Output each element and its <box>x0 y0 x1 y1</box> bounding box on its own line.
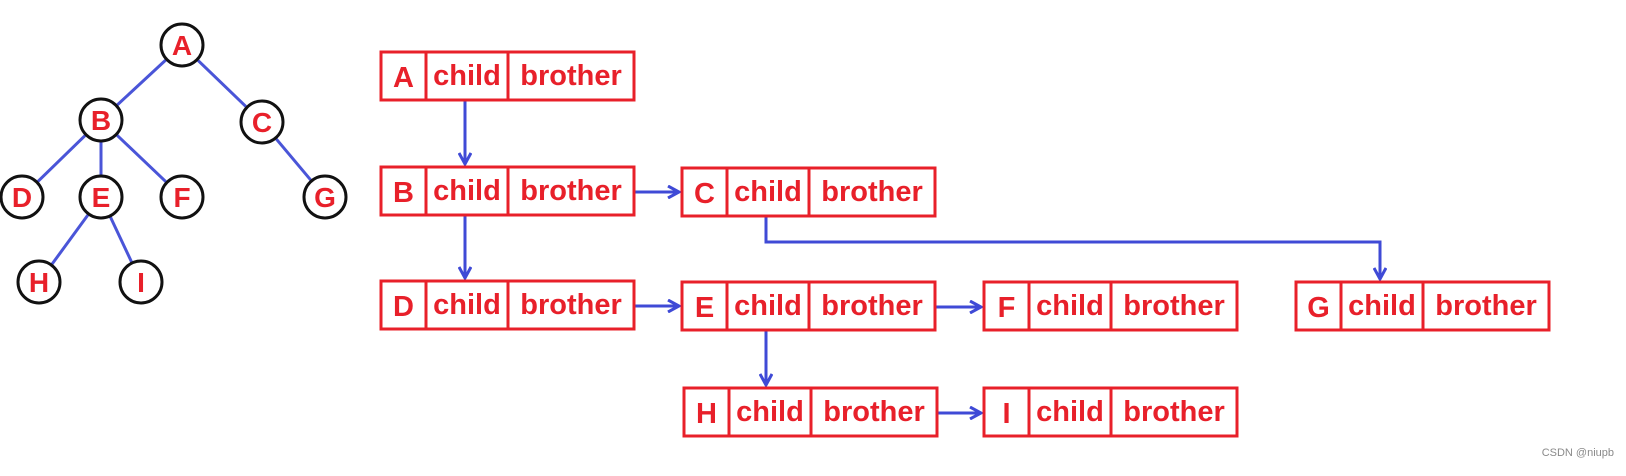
tree-node-circle <box>159 174 205 220</box>
tree-edge-b-f <box>115 133 168 184</box>
record-child-cell: child <box>433 289 501 321</box>
tree-node-circle <box>118 259 164 305</box>
tree-edge-a-b <box>115 58 168 107</box>
record-child-cell: child <box>734 176 802 208</box>
tree-edge-b-d <box>35 133 88 184</box>
watermark: CSDN @niupb <box>1541 447 1614 459</box>
record-child-cell: child <box>736 396 804 428</box>
record-child-cell: child <box>433 175 501 207</box>
tree-node-label: D <box>12 182 32 213</box>
record-data-cell: H <box>696 398 717 430</box>
record-brother-cell: brother <box>823 396 925 428</box>
tree-node-e: E <box>78 174 124 220</box>
record-brother-cell: brother <box>1123 290 1225 322</box>
record-brother-cell: brother <box>520 289 622 321</box>
tree-node-label: B <box>91 105 111 136</box>
tree-node-label: F <box>173 182 190 213</box>
record-brother-cell: brother <box>821 176 923 208</box>
tree-node-label: G <box>314 182 336 213</box>
tree-node-i: I <box>118 259 164 305</box>
record-child-cell: child <box>1036 290 1104 322</box>
record-data-cell: C <box>694 178 715 210</box>
record-child-cell: child <box>734 290 802 322</box>
record-brother-cell: brother <box>1123 396 1225 428</box>
tree-node-c: C <box>239 99 285 145</box>
record-data-cell: B <box>393 177 414 209</box>
child-pointer-c-g <box>764 206 1380 279</box>
record-child-cell: child <box>433 60 501 92</box>
record-data-cell: F <box>998 292 1016 324</box>
tree-node-label: I <box>137 267 145 298</box>
tree-edge-c-g <box>274 137 313 182</box>
record-data-cell: G <box>1307 292 1330 324</box>
tree-node-a: A <box>159 22 205 68</box>
record-brother-cell: brother <box>1435 290 1537 322</box>
tree-node-circle <box>78 174 124 220</box>
record-child-cell: child <box>1348 290 1416 322</box>
tree-node-label: H <box>29 267 49 298</box>
tree-node-label: C <box>252 107 272 138</box>
record-data-cell: E <box>695 292 714 324</box>
record-child-cell: child <box>1036 396 1104 428</box>
record-brother-cell: brother <box>821 290 923 322</box>
record-data-cell: I <box>1002 398 1010 430</box>
tree-node-h: H <box>16 259 62 305</box>
tree-edge-e-i <box>108 215 134 264</box>
tree-nodes: A B C D E F G H I <box>0 22 348 305</box>
tree-node-label: A <box>172 30 192 61</box>
tree-node-b: B <box>78 97 124 143</box>
list-links <box>465 90 1380 413</box>
tree-node-circle <box>302 174 348 220</box>
tree-node-f: F <box>159 174 205 220</box>
tree-node-circle <box>16 259 62 305</box>
tree-node-circle <box>78 97 124 143</box>
tree-node-circle <box>0 174 45 220</box>
tree-node-circle <box>239 99 285 145</box>
tree-edge-e-h <box>50 213 90 266</box>
tree-node-circle <box>159 22 205 68</box>
record-brother-cell: brother <box>520 60 622 92</box>
tree-node-d: D <box>0 174 45 220</box>
tree-node-label: E <box>92 182 111 213</box>
record-data-cell: D <box>393 291 414 323</box>
record-brother-cell: brother <box>520 175 622 207</box>
record-data-cell: A <box>393 62 414 94</box>
tree-edge-a-c <box>196 58 248 109</box>
tree-edges <box>35 58 313 266</box>
tree-node-g: G <box>302 174 348 220</box>
